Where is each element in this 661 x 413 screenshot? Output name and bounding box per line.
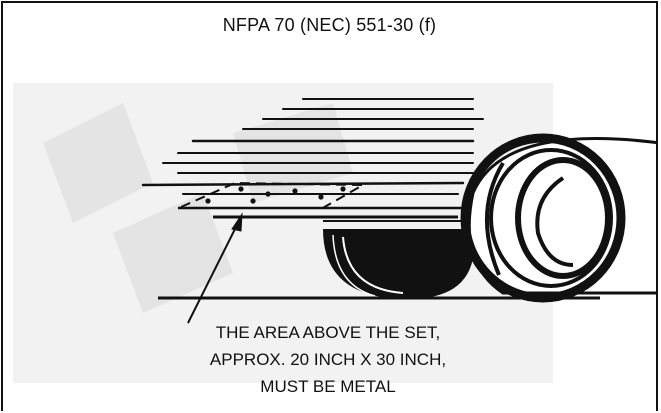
figure-caption: THE AREA ABOVE THE SET, APPROX. 20 INCH … — [173, 319, 483, 400]
caption-line-3: MUST BE METAL — [260, 377, 396, 396]
caption-line-2: APPROX. 20 INCH X 30 INCH, — [209, 350, 447, 369]
leader-arrow — [187, 212, 243, 324]
figure-title: NFPA 70 (NEC) 551-30 (f) — [222, 15, 437, 35]
generator-set-area — [180, 181, 367, 210]
speed-lines — [141, 98, 484, 195]
wheel-well — [323, 229, 475, 299]
rear-wheel-icon — [460, 133, 656, 303]
caption-line-1: THE AREA ABOVE THE SET, — [215, 323, 441, 342]
vehicle-floor — [178, 206, 473, 222]
vehicle-illustration — [13, 83, 656, 383]
